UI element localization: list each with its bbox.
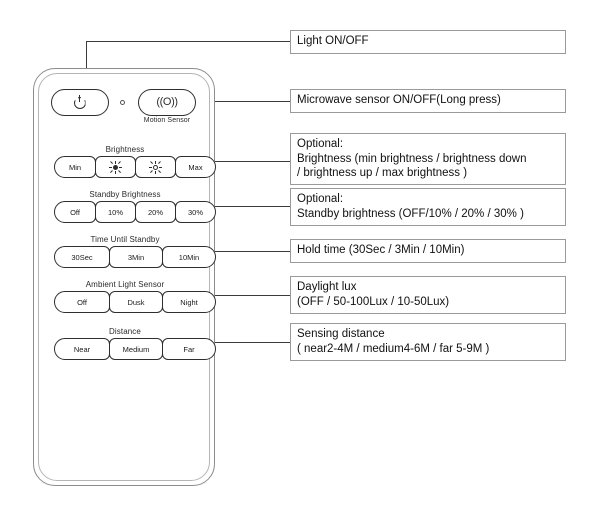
button-brightness-up[interactable] [135,156,176,178]
sun-filled-icon [109,160,122,174]
button-label: Medium [122,344,150,354]
group-standby-brightness: Standby Brightness Off 10% 20% 30% [34,190,216,223]
leader-line-power-horizontal [86,41,290,42]
button-daylight-dusk[interactable]: Dusk [109,291,163,313]
button-label: Far [183,344,195,354]
leader-line-daylight-lux [196,295,290,296]
group-time-until-standby: Time Until Standby 30Sec 3Min 10Min [34,235,216,268]
group-title-distance: Distance [109,327,141,336]
annotation-line: Brightness (min brightness / brightness … [297,152,527,165]
motion-sensor-button[interactable]: ((O)) [138,89,196,116]
annotation-line: (OFF / 50-100Lux / 10-50Lux) [297,295,450,308]
annotation-line: Standby brightness (OFF/10% / 20% / 30% … [297,207,524,220]
annotation-brightness-optional: Optional: Brightness (min brightness / b… [290,133,566,185]
annotation-line: Microwave sensor ON/OFF(Long press) [297,94,501,106]
sun-outline-icon [149,160,162,174]
group-title-brightness: Brightness [105,145,145,154]
button-label: 30Sec [71,252,93,262]
annotation-microwave-sensor: Microwave sensor ON/OFF(Long press) [290,89,566,113]
group-distance: Distance Near Medium Far [34,327,216,360]
button-row-ambient-light-sensor: Off Dusk Night [54,291,216,313]
microwave-wave-icon: ((O)) [156,96,178,108]
leader-line-motion [161,101,290,102]
button-label: Night [180,297,198,307]
button-row-time-until-standby: 30Sec 3Min 10Min [54,246,216,268]
button-label: 3Min [127,252,145,262]
annotation-standby-optional: Optional: Standby brightness (OFF/10% / … [290,188,566,226]
button-hold-3min[interactable]: 3Min [109,246,163,268]
group-ambient-light-sensor: Ambient Light Sensor Off Dusk Night [34,280,216,313]
button-label: Max [188,162,203,172]
group-title-time-until-standby: Time Until Standby [90,235,160,244]
button-label: 30% [187,207,203,217]
annotation-line: Optional: [297,138,344,150]
annotation-line: Hold time (30Sec / 3Min / 10Min) [297,244,465,256]
button-label: Off [77,297,87,307]
button-label: 10Min [178,252,200,262]
button-daylight-night[interactable]: Night [162,291,216,313]
button-hold-30sec[interactable]: 30Sec [54,246,110,268]
button-label: Off [70,207,80,217]
button-standby-10[interactable]: 10% [95,201,136,223]
annotation-light-on-off: Light ON/OFF [290,30,566,54]
group-brightness: Brightness Min [34,145,216,178]
button-standby-20[interactable]: 20% [135,201,176,223]
button-label: Min [68,162,82,172]
annotation-line: Optional: [297,193,344,205]
button-row-standby-brightness: Off 10% 20% 30% [54,201,216,223]
annotation-hold-time: Hold time (30Sec / 3Min / 10Min) [290,239,566,263]
button-label: 20% [147,207,163,217]
button-label: Near [73,344,91,354]
annotation-line: Sensing distance [297,328,385,340]
button-label: Dusk [127,297,145,307]
annotation-line: ( near2-4M / medium4-6M / far 5-9M ) [297,342,490,355]
top-button-row: ((O)) Motion Sensor [34,89,216,131]
remote-control-body: ((O)) Motion Sensor Brightness Min [33,68,216,486]
power-icon [73,95,87,109]
annotation-sensing-distance: Sensing distance ( near2-4M / medium4-6M… [290,323,566,361]
group-title-standby-brightness: Standby Brightness [89,190,161,199]
leader-line-brightness [196,161,290,162]
leader-line-standby-brightness [196,206,290,207]
power-button[interactable] [51,89,109,116]
remote-inner-bezel [38,73,210,481]
leader-line-sensing-distance [196,342,290,343]
button-distance-medium[interactable]: Medium [109,338,163,360]
motion-sensor-caption: Motion Sensor [143,117,191,124]
button-daylight-off[interactable]: Off [54,291,110,313]
button-brightness-max[interactable]: Max [175,156,216,178]
indicator-led-dot [120,100,125,105]
leader-line-hold-time [196,251,290,252]
button-row-brightness: Min Max [54,156,216,178]
annotation-line: Light ON/OFF [297,35,369,47]
button-brightness-min[interactable]: Min [54,156,96,178]
annotation-daylight-lux: Daylight lux (OFF / 50-100Lux / 10-50Lux… [290,276,566,314]
button-distance-far[interactable]: Far [162,338,216,360]
button-hold-10min[interactable]: 10Min [162,246,216,268]
button-standby-30[interactable]: 30% [175,201,216,223]
button-row-distance: Near Medium Far [54,338,216,360]
annotation-line: Daylight lux [297,281,357,293]
annotation-line: / brightness up / max brightness ) [297,167,468,179]
button-brightness-down[interactable] [95,156,136,178]
button-distance-near[interactable]: Near [54,338,110,360]
button-label: 10% [107,207,123,217]
button-standby-off[interactable]: Off [54,201,96,223]
group-title-ambient-light-sensor: Ambient Light Sensor [85,280,165,289]
